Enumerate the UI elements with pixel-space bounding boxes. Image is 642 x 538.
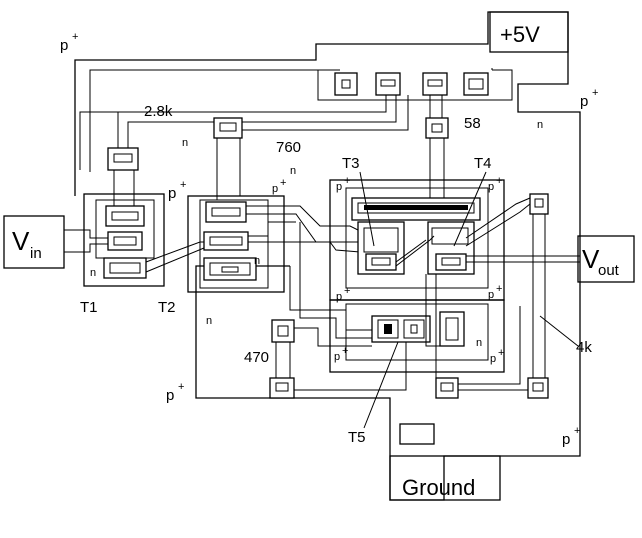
svg-text:+: +: [498, 347, 504, 359]
label-pointers: [359, 171, 487, 429]
t5-region: [329, 299, 505, 373]
transistor-t1: [83, 170, 165, 287]
resistor-4k: [527, 193, 579, 399]
vout-terminal: V out: [577, 235, 635, 283]
svg-text:p: p: [488, 181, 494, 193]
svg-text:n: n: [182, 137, 188, 149]
doping-labels: p + p + n n n p + p + n n n p + p + p + …: [60, 31, 598, 448]
label-t3: T3: [342, 155, 360, 172]
label-t4: T4: [474, 155, 492, 172]
svg-text:+: +: [496, 175, 502, 187]
component-labels: 2.8k 760 58 470 4k T1 T2 T3 T4 T5: [80, 103, 592, 446]
vin-label: V: [12, 226, 30, 256]
vout-subscript: out: [598, 262, 620, 279]
svg-text:n: n: [290, 165, 296, 177]
label-t5: T5: [348, 429, 366, 446]
svg-text:+: +: [180, 179, 186, 191]
svg-text:+: +: [344, 175, 350, 187]
svg-text:p: p: [168, 185, 176, 202]
svg-text:+: +: [574, 425, 580, 437]
label-470: 470: [244, 349, 269, 366]
resistor-760: [213, 95, 409, 200]
svg-text:p: p: [272, 183, 278, 195]
svg-text:+: +: [178, 381, 184, 393]
resistor-470: [269, 319, 528, 399]
vout-label: V: [582, 244, 600, 274]
svg-text:n: n: [254, 255, 260, 267]
svg-text:p: p: [580, 93, 588, 110]
svg-text:p: p: [336, 181, 342, 193]
svg-text:+: +: [342, 345, 348, 357]
svg-text:p: p: [490, 353, 496, 365]
label-760: 760: [276, 139, 301, 156]
svg-text:+: +: [592, 87, 598, 99]
t3-t4-region: [329, 179, 505, 301]
top-contacts: [334, 72, 489, 96]
svg-text:p: p: [334, 351, 340, 363]
resistor-2k8: [79, 95, 397, 171]
t3-t4-wiring: [289, 197, 580, 385]
svg-text:p: p: [60, 37, 68, 54]
label-t2: T2: [158, 299, 176, 316]
vcc-terminal: +5V: [489, 11, 569, 53]
label-4k: 4k: [576, 339, 592, 356]
t1-t2-wiring: [145, 205, 363, 273]
svg-text:n: n: [206, 315, 212, 327]
substrate-wiring: [74, 11, 581, 501]
vcc-label: +5V: [500, 22, 540, 47]
ground-terminal: Ground: [389, 423, 501, 501]
svg-text:n: n: [476, 337, 482, 349]
svg-text:+: +: [280, 177, 286, 189]
svg-text:n: n: [90, 267, 96, 279]
ground-label: Ground: [402, 475, 475, 500]
svg-text:p: p: [166, 387, 174, 404]
transistor-t2: [187, 195, 285, 293]
vin-subscript: in: [30, 245, 42, 262]
svg-text:+: +: [344, 285, 350, 297]
svg-text:+: +: [496, 283, 502, 295]
label-58: 58: [464, 115, 481, 132]
svg-text:p: p: [488, 289, 494, 301]
resistor-58: [425, 95, 449, 198]
svg-text:p: p: [336, 291, 342, 303]
svg-text:n: n: [537, 119, 543, 131]
label-t1: T1: [80, 299, 98, 316]
vin-terminal: V in: [3, 215, 108, 269]
svg-text:+: +: [72, 31, 78, 43]
svg-text:p: p: [562, 431, 570, 448]
label-2k8: 2.8k: [144, 103, 173, 120]
